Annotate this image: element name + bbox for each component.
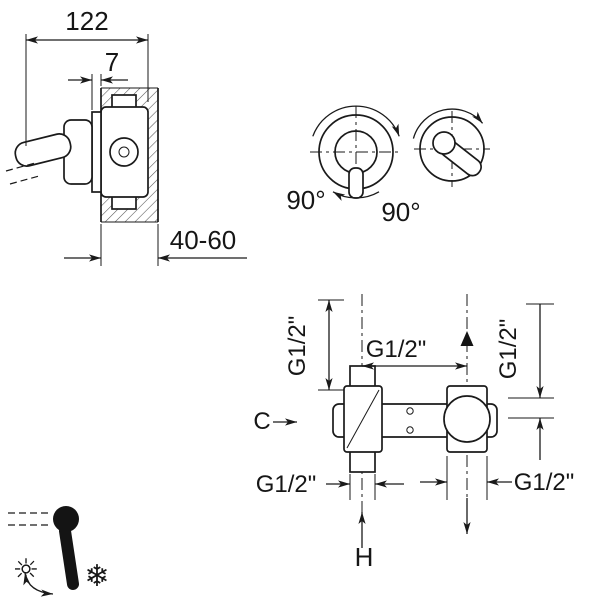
h-reference: H <box>355 498 471 572</box>
dim-embed-depth: 40-60 <box>64 224 247 266</box>
temperature-legend: ☼ ❄ <box>8 506 110 597</box>
right-handle-boss <box>432 131 456 155</box>
left-handle-tab <box>348 167 364 199</box>
thread-right-label: G1/2" <box>495 319 522 380</box>
rotation-arrow-top <box>312 105 400 137</box>
right-handle-front <box>412 108 490 187</box>
dim-122-label: 122 <box>65 6 108 36</box>
left-valve-detail <box>346 389 380 449</box>
angle-left-label: 90° <box>286 185 325 215</box>
swivel-arrow <box>23 572 54 597</box>
right-valve-circle <box>443 395 491 443</box>
dim-40-60-label: 40-60 <box>170 225 237 255</box>
left-stub-bottom <box>349 449 376 473</box>
side-view: 122 7 40-60 <box>5 6 247 266</box>
cold-snowflake-icon: ❄ <box>84 559 109 594</box>
thread-center-label: G1/2" <box>366 336 427 363</box>
pipe-stub-bottom <box>111 195 137 210</box>
legend-dashed-lines <box>8 512 52 526</box>
angle-right-label: 90° <box>381 197 420 227</box>
dim-overall-length: 122 <box>25 6 149 146</box>
left-handle-front <box>310 105 402 201</box>
rotation-view: 90° 90° <box>286 105 490 227</box>
thread-bottom-left-label: G1/2" <box>256 471 317 498</box>
dim-thread-center: G1/2" <box>362 331 474 370</box>
label-h: H <box>355 542 374 572</box>
lever-alt-position-dashes <box>5 162 40 185</box>
dim-thread-bottom-left: G1/2" <box>256 471 404 500</box>
pipe-stub-top <box>111 94 137 109</box>
thread-bottom-right-label: G1/2" <box>514 469 575 496</box>
mount-screw-top <box>406 407 414 415</box>
dim-thread-bottom-right: G1/2" <box>420 456 574 500</box>
right-handle-outer-circle <box>419 116 485 182</box>
dim-thread-right: G1/2" <box>495 303 554 460</box>
dim-7-label: 7 <box>105 47 119 77</box>
thread-left-label: G1/2" <box>284 316 311 377</box>
c-reference: C <box>253 408 297 435</box>
handle-lever <box>14 133 72 167</box>
lever-knob <box>53 506 79 532</box>
cartridge-circle <box>109 137 139 167</box>
flow-up-arrow <box>460 331 474 346</box>
rotation-arrow-right <box>412 108 484 139</box>
connection-view: G1/2" G1/2" G1/2" C G1/2" <box>253 294 574 572</box>
left-stub-top <box>349 365 376 389</box>
lever-stem <box>59 525 79 590</box>
hot-sun-icon: ☼ <box>13 553 40 588</box>
rotation-arrow-bottom <box>332 191 380 201</box>
dim-plate-thickness: 7 <box>68 47 128 110</box>
cartridge-center <box>118 146 130 158</box>
mount-screw-bottom <box>406 426 414 434</box>
mixer-side-body <box>5 94 149 210</box>
dim-thread-left: G1/2" <box>284 299 344 391</box>
label-c: C <box>253 408 270 435</box>
escutcheon-plate <box>91 111 102 193</box>
